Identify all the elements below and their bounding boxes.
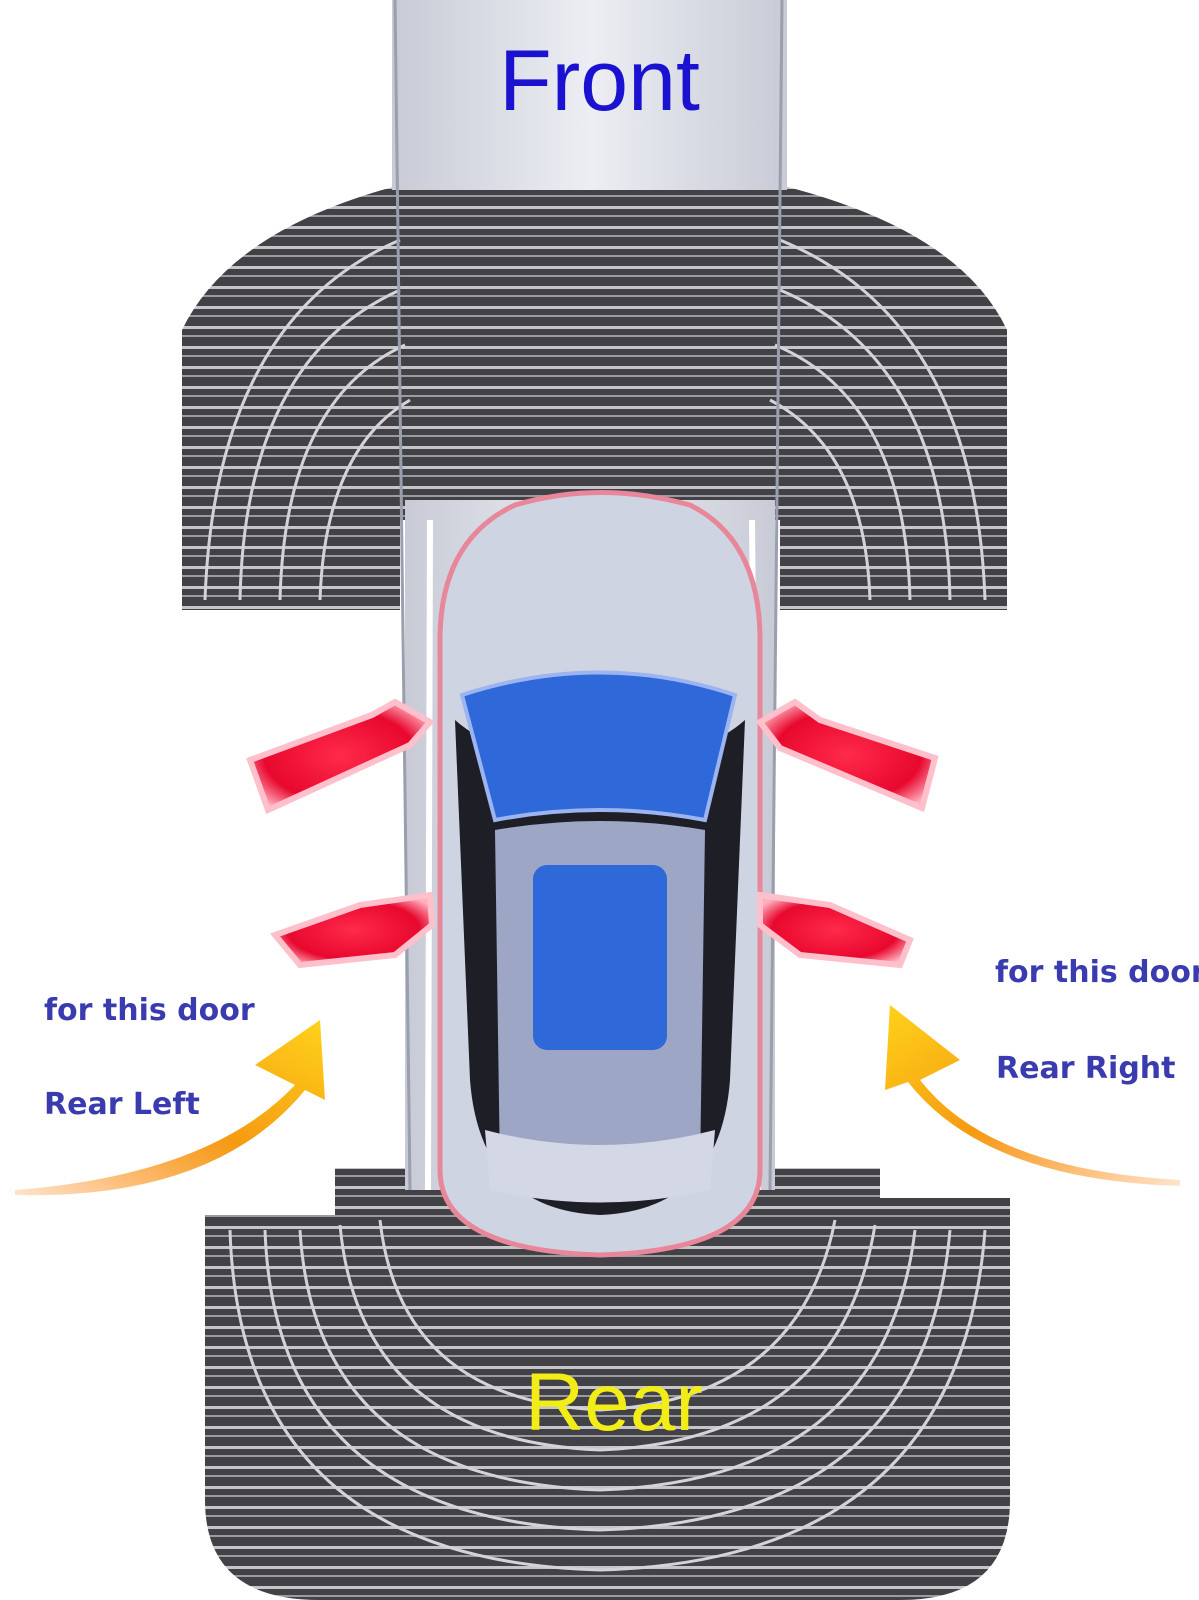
front-right-door-marker bbox=[755, 698, 939, 813]
rear-right-door-marker bbox=[757, 891, 914, 969]
front-left-door-marker bbox=[246, 698, 435, 815]
rear-label: Rear bbox=[525, 1357, 703, 1448]
front-label: Front bbox=[499, 33, 700, 129]
car-topdown-icon bbox=[437, 490, 763, 1258]
left-door-caption: for this door bbox=[44, 993, 255, 1028]
rear-right-arrow-icon bbox=[885, 1005, 1180, 1186]
right-door-caption: for this door bbox=[995, 955, 1199, 990]
door-markers bbox=[246, 698, 939, 969]
rear-left-door-marker bbox=[269, 891, 436, 969]
rear-sensor-zone bbox=[205, 1168, 1010, 1600]
front-sensor-zone bbox=[182, 160, 1007, 610]
right-door-name: Rear Right bbox=[996, 1051, 1176, 1086]
left-door-name: Rear Left bbox=[44, 1087, 200, 1122]
